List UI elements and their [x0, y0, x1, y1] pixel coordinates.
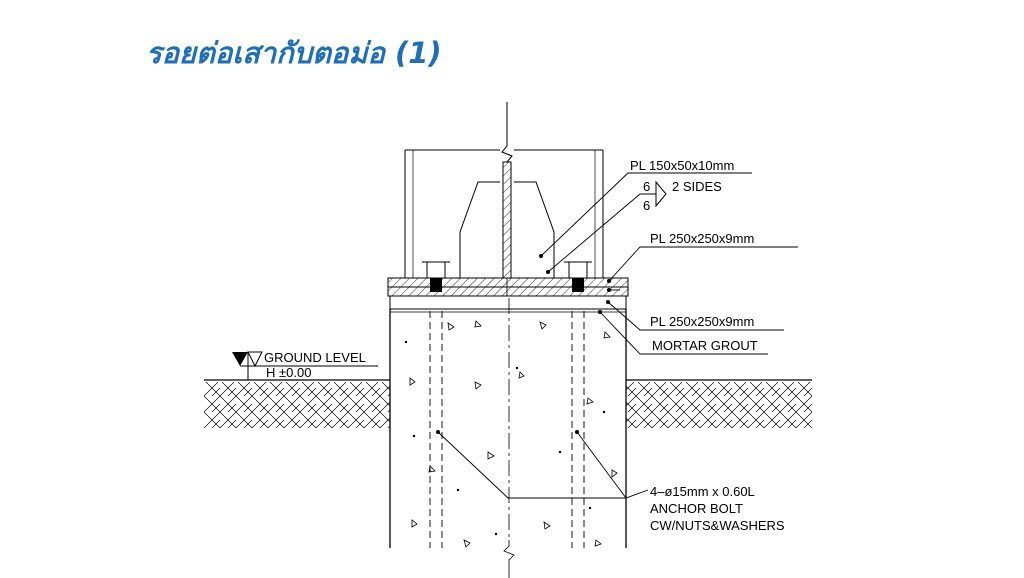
ground-level-label: GROUND LEVEL [264, 350, 366, 365]
bolt-nuts [422, 261, 592, 292]
weld-size-top: 6 [643, 179, 650, 194]
base-plate-lower [387, 286, 629, 297]
column-web [501, 102, 513, 296]
ground-soil-right [626, 379, 812, 428]
concrete-pedestal [389, 308, 627, 548]
ground-level-symbol [232, 351, 263, 380]
base-plate-upper [387, 277, 629, 288]
weld-symbol [640, 180, 667, 208]
anchor-bolt-nuts-label: CW/NUTS&WASHERS [650, 518, 785, 533]
anchor-bolts [429, 300, 585, 548]
mortar-grout-layer [389, 295, 627, 310]
ground-soil-left [204, 379, 390, 428]
mortar-grout-label: MORTAR GROUT [652, 338, 758, 353]
bottom-plate-label: PL 250x250x9mm [650, 314, 754, 329]
base-plate-label: PL 250x250x9mm [650, 231, 754, 246]
page-title: รอยต่อเสากับตอม่อ (1) [146, 36, 442, 70]
weld-size-bottom: 6 [643, 198, 650, 213]
weld-sides-label: 2 SIDES [672, 179, 722, 194]
ground-height-label: H ±0.00 [266, 365, 311, 380]
leader-dots [436, 254, 611, 434]
leader-lines [262, 172, 798, 499]
anchor-bolt-label: ANCHOR BOLT [650, 501, 743, 516]
steel-column [404, 149, 604, 278]
anchor-bolt-size-label: 4–ø15mm x 0.60L [650, 484, 755, 499]
top-plate-label: PL 150x50x10mm [630, 158, 734, 173]
center-line [503, 298, 515, 578]
